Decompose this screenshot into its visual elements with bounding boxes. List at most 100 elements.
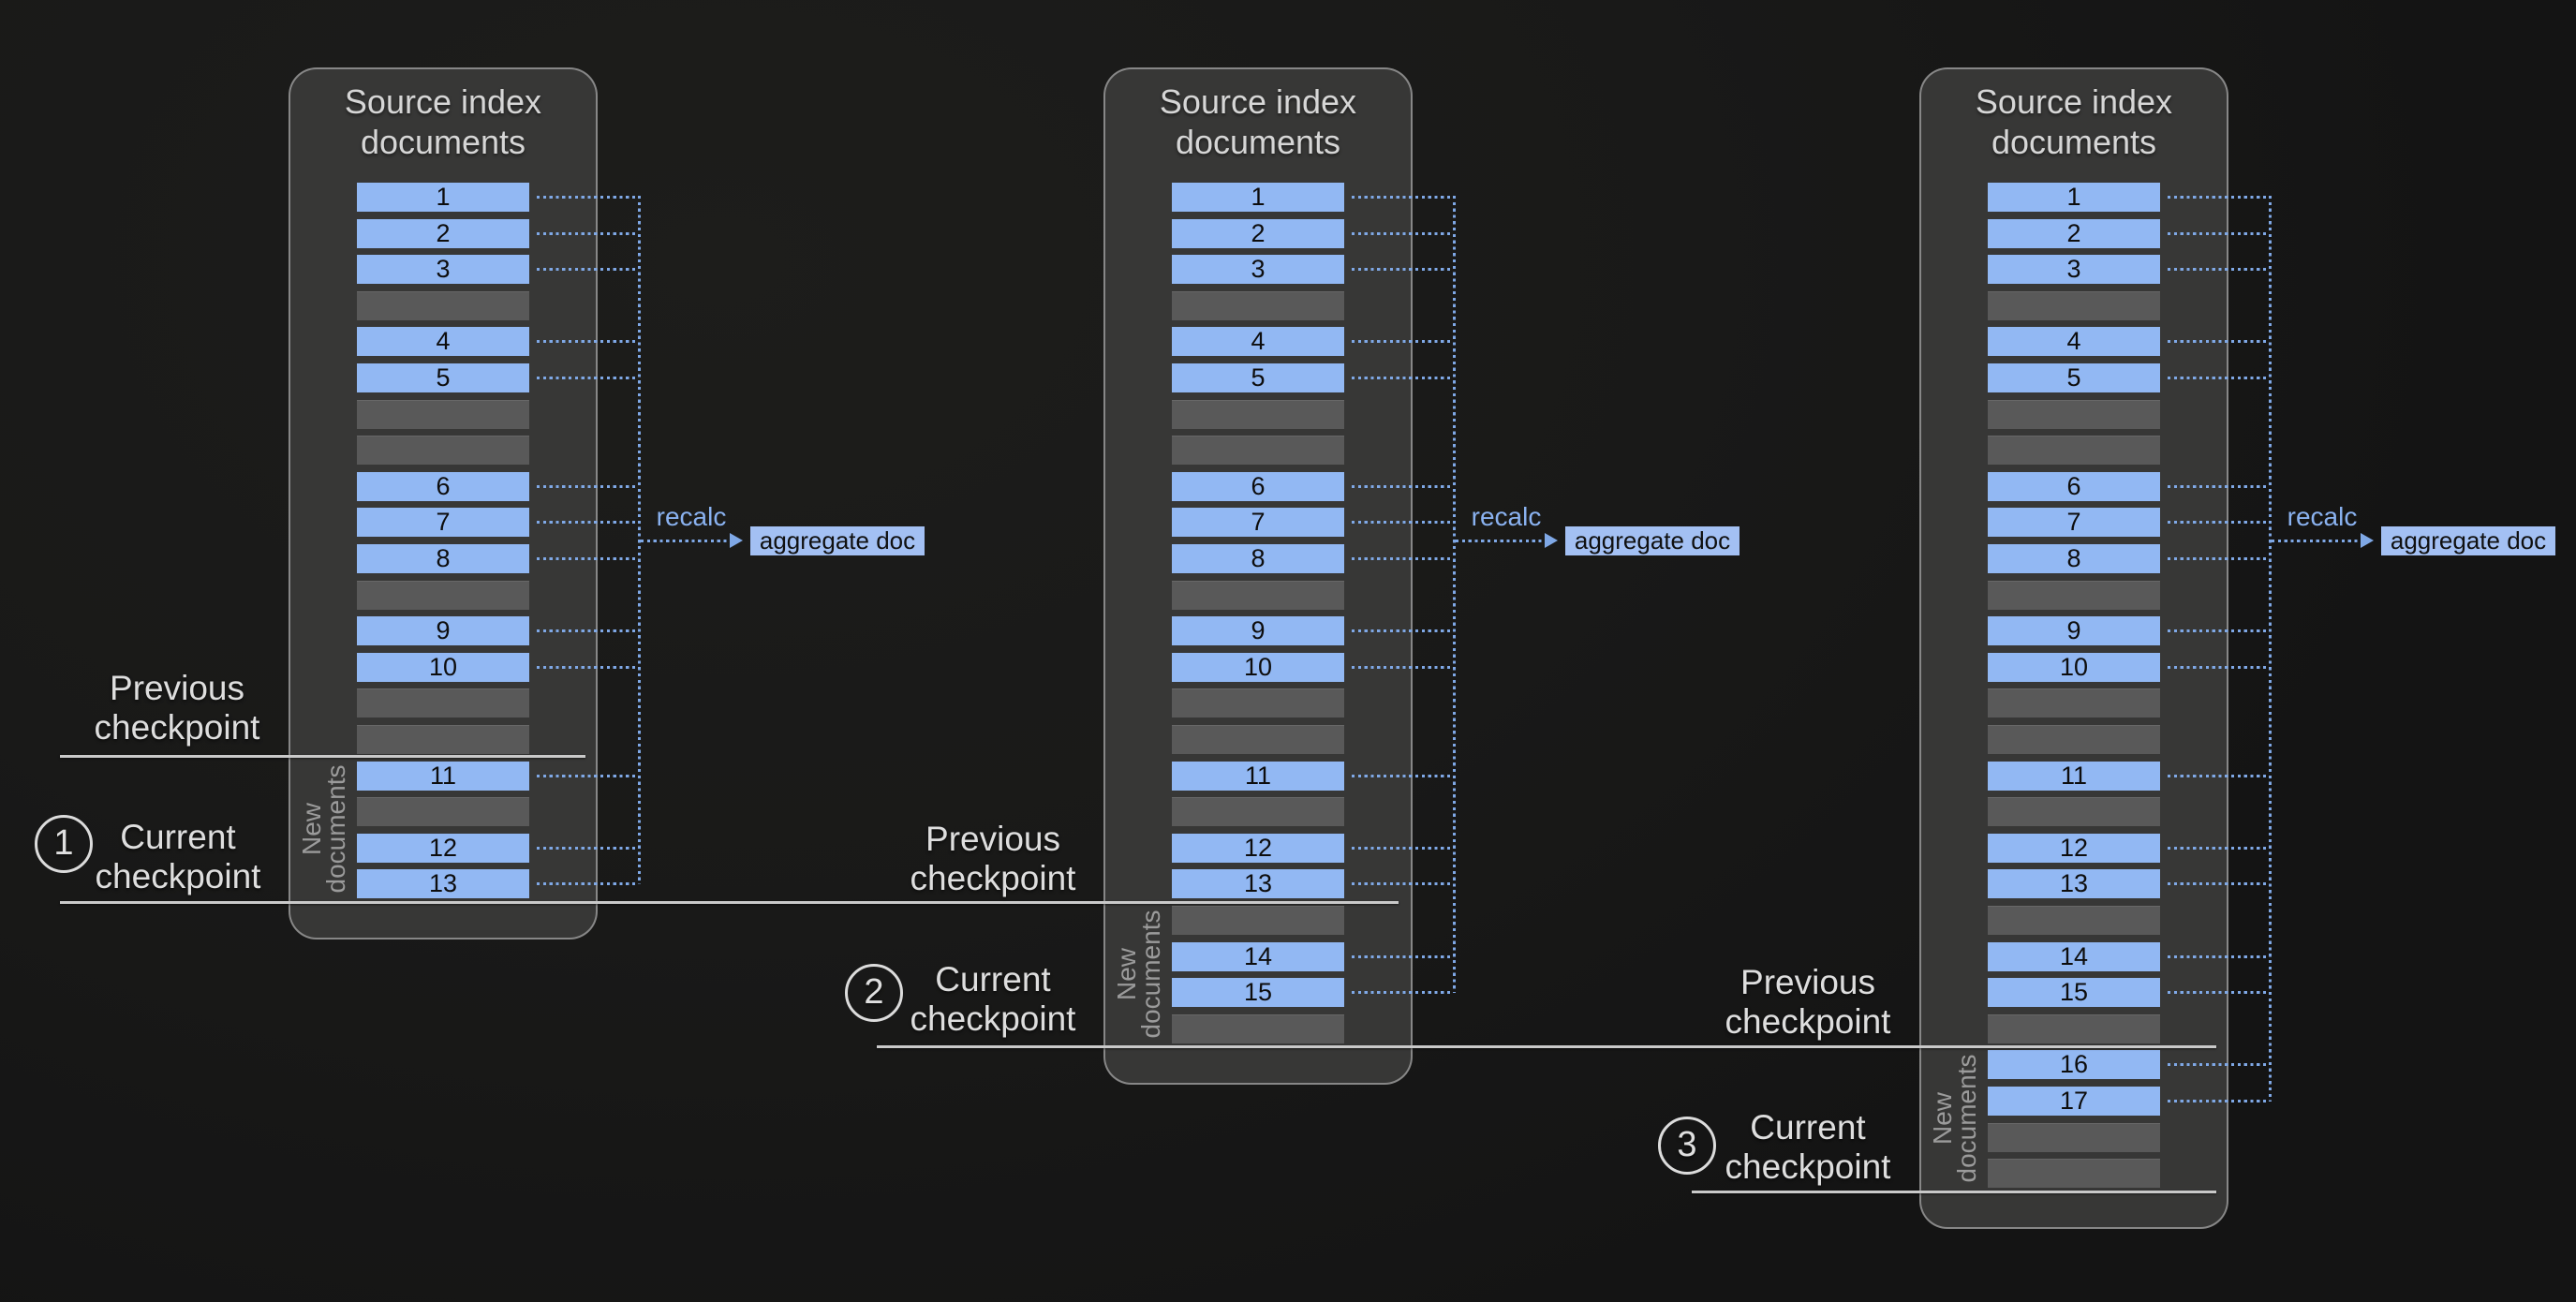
connector-dotted-line [2168, 774, 2270, 777]
recalc-arrow [641, 539, 730, 542]
doc-row: 2 [1988, 218, 2160, 248]
checkpoint-number-badge: 3 [1658, 1117, 1716, 1175]
connector-dotted-line [537, 268, 639, 272]
connector-dotted-line [537, 377, 639, 379]
connector-dotted-line [2168, 340, 2270, 344]
doc-row: 7 [1172, 508, 1344, 538]
recalc-arrow [1456, 539, 1545, 542]
placeholder-row [357, 580, 529, 610]
connector-dotted-line [1352, 557, 1454, 560]
doc-row: 6 [357, 471, 529, 501]
doc-row: 13 [1988, 869, 2160, 899]
placeholder-row [1988, 906, 2160, 935]
doc-row: 12 [357, 833, 529, 863]
placeholder-row [1172, 399, 1344, 429]
placeholder-row [1172, 797, 1344, 827]
placeholder-row [1172, 906, 1344, 935]
doc-row: 12 [1988, 833, 2160, 863]
placeholder-row [1172, 290, 1344, 320]
doc-row: 11 [1172, 761, 1344, 791]
placeholder-row [357, 797, 529, 827]
connector-dotted-line [537, 521, 639, 525]
connector-dotted-line [1352, 991, 1454, 995]
doc-row: 6 [1172, 471, 1344, 501]
current-checkpoint-label: Current checkpoint [910, 960, 1076, 1038]
placeholder-row [357, 290, 529, 320]
doc-row: 8 [1172, 544, 1344, 573]
doc-row: 13 [357, 869, 529, 899]
connector-dotted-line [537, 484, 639, 488]
connector-dotted-line [1352, 340, 1454, 344]
bracket-dotted-line [2268, 196, 2272, 1102]
connector-dotted-line [2168, 377, 2270, 379]
connector-dotted-line [537, 846, 639, 850]
connector-dotted-line [1352, 774, 1454, 777]
placeholder-row [1988, 688, 2160, 718]
connector-dotted-line [2168, 196, 2270, 199]
current-checkpoint-label: Current checkpoint [95, 818, 261, 895]
connector-dotted-line [537, 340, 639, 344]
doc-row: 7 [357, 508, 529, 538]
previous-checkpoint-label: Previous checkpoint [1725, 963, 1891, 1041]
placeholder-row [1172, 725, 1344, 754]
connector-dotted-line [1352, 196, 1454, 199]
recalc-arrow [2272, 539, 2361, 542]
doc-row: 6 [1988, 471, 2160, 501]
connector-dotted-line [1352, 521, 1454, 525]
panel-title: Source index documents [1159, 82, 1357, 161]
doc-row: 9 [1172, 616, 1344, 646]
placeholder-row [357, 725, 529, 754]
connector-dotted-line [537, 774, 639, 777]
checkpoint-line [60, 900, 1399, 904]
doc-row: 4 [1172, 327, 1344, 357]
connector-dotted-line [2168, 1063, 2270, 1067]
doc-row: 5 [1988, 363, 2160, 392]
placeholder-row [357, 688, 529, 718]
doc-row: 11 [1988, 761, 2160, 791]
connector-dotted-line [2168, 846, 2270, 850]
current-checkpoint-label: Current checkpoint [1725, 1108, 1891, 1186]
doc-row: 9 [1988, 616, 2160, 646]
placeholder-row [1988, 580, 2160, 610]
connector-dotted-line [1352, 231, 1454, 235]
doc-row: 4 [357, 327, 529, 357]
doc-row: 3 [357, 255, 529, 285]
checkpoint-line [60, 754, 585, 758]
doc-row: 3 [1172, 255, 1344, 285]
connector-dotted-line [2168, 629, 2270, 633]
doc-row: 10 [357, 652, 529, 682]
bracket-dotted-line [1452, 196, 1456, 993]
connector-dotted-line [2168, 484, 2270, 488]
connector-dotted-line [2168, 268, 2270, 272]
aggregate-doc-box: aggregate doc [2381, 526, 2555, 555]
placeholder-row [1172, 1013, 1344, 1043]
doc-row: 1 [1988, 183, 2160, 212]
connector-dotted-line [2168, 954, 2270, 958]
placeholder-row [1988, 1013, 2160, 1043]
placeholder-row [357, 399, 529, 429]
doc-row: 7 [1988, 508, 2160, 538]
checkpoint-number-badge: 1 [35, 815, 93, 873]
connector-dotted-line [2168, 521, 2270, 525]
connector-dotted-line [2168, 231, 2270, 235]
checkpoint-line [1692, 1190, 2216, 1193]
doc-row: 10 [1988, 652, 2160, 682]
doc-row: 14 [1988, 941, 2160, 971]
recalc-arrowhead [1545, 533, 1558, 548]
panel-title: Source index documents [344, 82, 542, 161]
placeholder-row [1988, 290, 2160, 320]
connector-dotted-line [537, 557, 639, 560]
source-index-panel-1 [289, 67, 598, 940]
doc-row: 10 [1172, 652, 1344, 682]
doc-row: 15 [1988, 978, 2160, 1008]
connector-dotted-line [1352, 629, 1454, 633]
connector-dotted-line [2168, 882, 2270, 886]
placeholder-row [357, 436, 529, 466]
doc-row: 3 [1988, 255, 2160, 285]
doc-row: 4 [1988, 327, 2160, 357]
connector-dotted-line [537, 629, 639, 633]
doc-row: 2 [1172, 218, 1344, 248]
connector-dotted-line [537, 196, 639, 199]
doc-row: 9 [357, 616, 529, 646]
